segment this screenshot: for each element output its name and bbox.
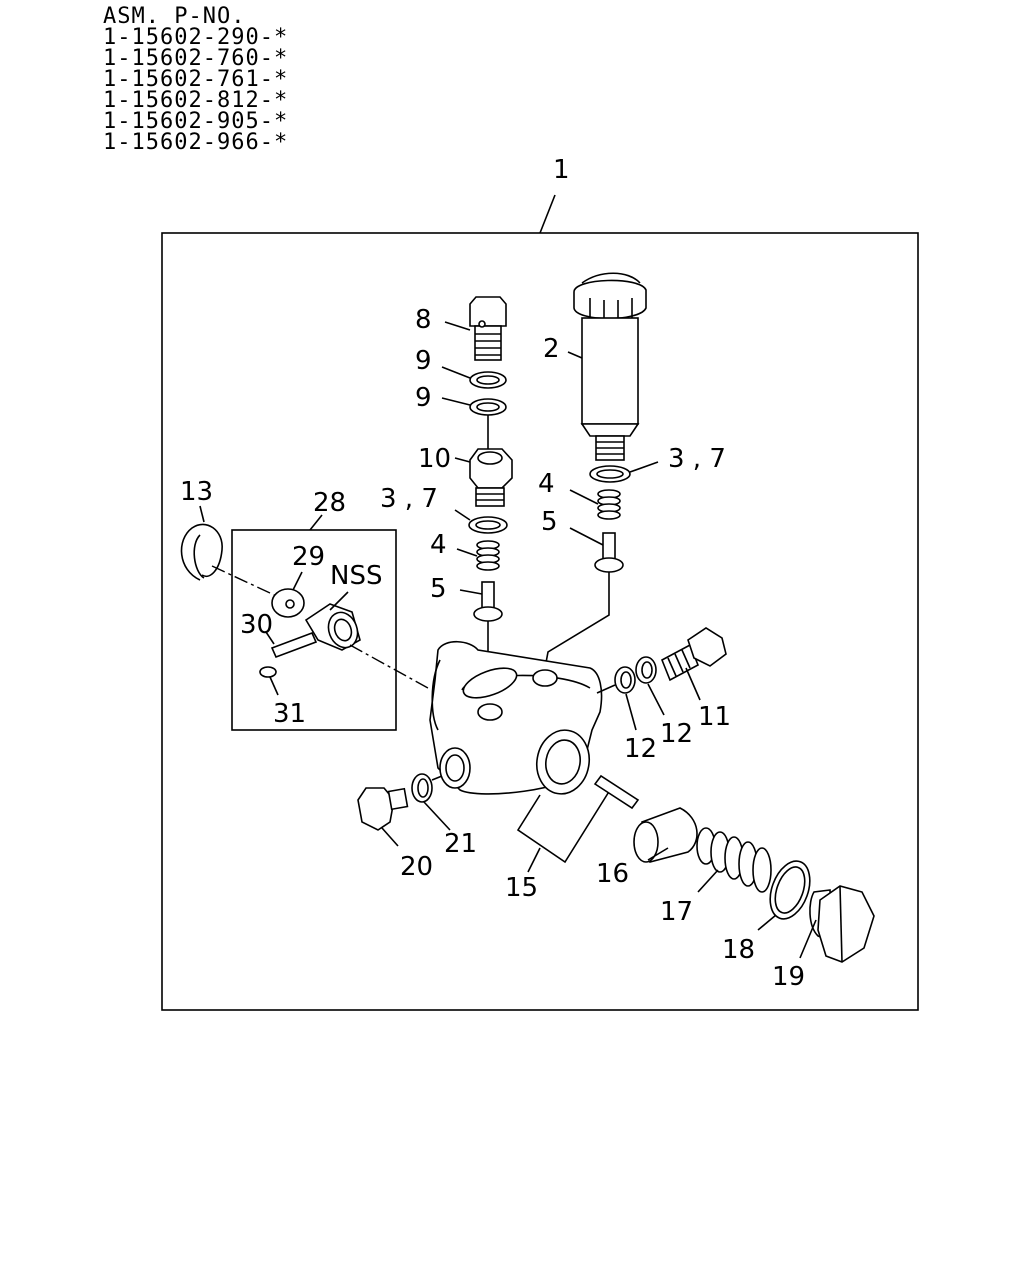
part-15-pin — [593, 774, 640, 810]
leader-3-7-right — [629, 461, 659, 473]
center-line-nss-housing — [349, 644, 429, 689]
part-29-bushing-hole — [285, 599, 295, 609]
callout-20: 20 — [400, 852, 433, 882]
part-5-valve-left — [473, 581, 503, 622]
callout-28: 28 — [313, 488, 346, 518]
part-21-washer — [411, 773, 433, 803]
part-number-3: 1-15602-761-* — [103, 67, 289, 92]
callout-4-right: 4 — [538, 469, 555, 499]
callout-11: 11 — [698, 702, 731, 732]
callout-12b: 12 — [660, 719, 693, 749]
callout-12a: 12 — [624, 734, 657, 764]
callout-30: 30 — [240, 610, 273, 640]
callout-29: 29 — [292, 542, 325, 572]
part-13-snap-ring — [180, 523, 223, 581]
leader-11 — [685, 667, 701, 701]
leader-9-lower — [441, 397, 471, 406]
center-line-13-29 — [211, 565, 286, 601]
part-8-eye-bolt — [469, 296, 507, 361]
assembly-line-right-column — [544, 572, 610, 669]
callout-4-left: 4 — [430, 530, 447, 560]
part-30-pin — [270, 631, 318, 659]
leader-5-left — [459, 589, 483, 595]
leader-16 — [647, 847, 669, 861]
assembly-line-21 — [431, 775, 443, 781]
part-5-valve-right — [594, 532, 624, 573]
callout-2: 2 — [543, 334, 560, 364]
leader-13 — [199, 505, 205, 523]
part-13-snap-ring-inner — [193, 534, 205, 579]
leader-15-bracket — [516, 789, 611, 864]
part-16-piston — [633, 807, 698, 863]
part-31-pin — [259, 666, 277, 678]
callout-21: 21 — [444, 829, 477, 859]
subassembly-box-28 — [231, 529, 397, 731]
part-number-6: 1-15602-966-* — [103, 130, 289, 155]
leader-28 — [309, 514, 323, 531]
leader-9-upper — [441, 366, 471, 379]
callout-1: 1 — [553, 155, 570, 185]
part-19-cap-bolt — [809, 885, 875, 963]
part-4-spring-left — [476, 540, 500, 571]
callout-10: 10 — [418, 444, 451, 474]
callout-18: 18 — [722, 935, 755, 965]
callout-3-7-right: 3 , 7 — [668, 444, 726, 474]
leader-4-right — [569, 489, 599, 505]
leader-3-7-left — [454, 509, 471, 521]
leader-8 — [444, 321, 471, 331]
part-4-spring-right — [597, 489, 621, 520]
part-10-connector — [469, 448, 513, 507]
part-number-4: 1-15602-812-* — [103, 88, 289, 113]
leader-5-right — [569, 527, 604, 546]
part-3-7-gasket-right-inner — [596, 469, 624, 479]
callout-16: 16 — [596, 859, 629, 889]
part-2-priming-pump — [573, 272, 647, 461]
callout-9-upper: 9 — [415, 346, 432, 376]
leader-10 — [454, 457, 471, 463]
nss-body-part — [304, 603, 361, 651]
callout-8: 8 — [415, 305, 432, 335]
part-number-2: 1-15602-760-* — [103, 46, 289, 71]
callout-5-left: 5 — [430, 574, 447, 604]
leader-29 — [292, 571, 303, 591]
leader-nss — [329, 591, 349, 611]
part-17-spring — [696, 827, 772, 893]
leader-31 — [269, 676, 279, 696]
part-11-plug-bolt — [660, 627, 727, 682]
callout-15: 15 — [505, 873, 538, 903]
leader-17 — [697, 869, 719, 893]
callout-19: 19 — [772, 962, 805, 992]
leader-4-left — [456, 548, 478, 557]
callout-3-7-left: 3 , 7 — [380, 484, 438, 514]
leader-12b — [647, 683, 665, 716]
assembly-part-number-header: ASM. P-NO. 1-15602-290-* 1-15602-760-* 1… — [103, 4, 289, 155]
part-18-gasket — [769, 860, 811, 920]
callout-13: 13 — [180, 477, 213, 507]
callout-31: 31 — [273, 699, 306, 729]
leader-21 — [423, 801, 451, 831]
leader-15 — [527, 847, 541, 873]
pump-housing-body — [429, 640, 603, 795]
callout-nss: NSS — [330, 561, 382, 591]
callout-17: 17 — [660, 897, 693, 927]
leader-1 — [539, 194, 556, 234]
part-12-washer-b — [635, 656, 657, 684]
leader-19 — [799, 919, 817, 959]
leader-12a — [625, 693, 637, 731]
leader-2 — [567, 351, 583, 359]
part-20-bolt — [357, 787, 409, 831]
assembly-line-12 — [596, 684, 616, 694]
asm-label: ASM. P-NO. — [103, 4, 246, 29]
part-12-washer-a — [614, 666, 636, 694]
callout-9-lower: 9 — [415, 383, 432, 413]
leader-30 — [265, 631, 275, 645]
leader-20 — [381, 827, 399, 847]
part-number-1: 1-15602-290-* — [103, 25, 289, 50]
leader-18 — [757, 914, 777, 931]
part-number-5: 1-15602-905-* — [103, 109, 289, 134]
callout-5-right: 5 — [541, 507, 558, 537]
